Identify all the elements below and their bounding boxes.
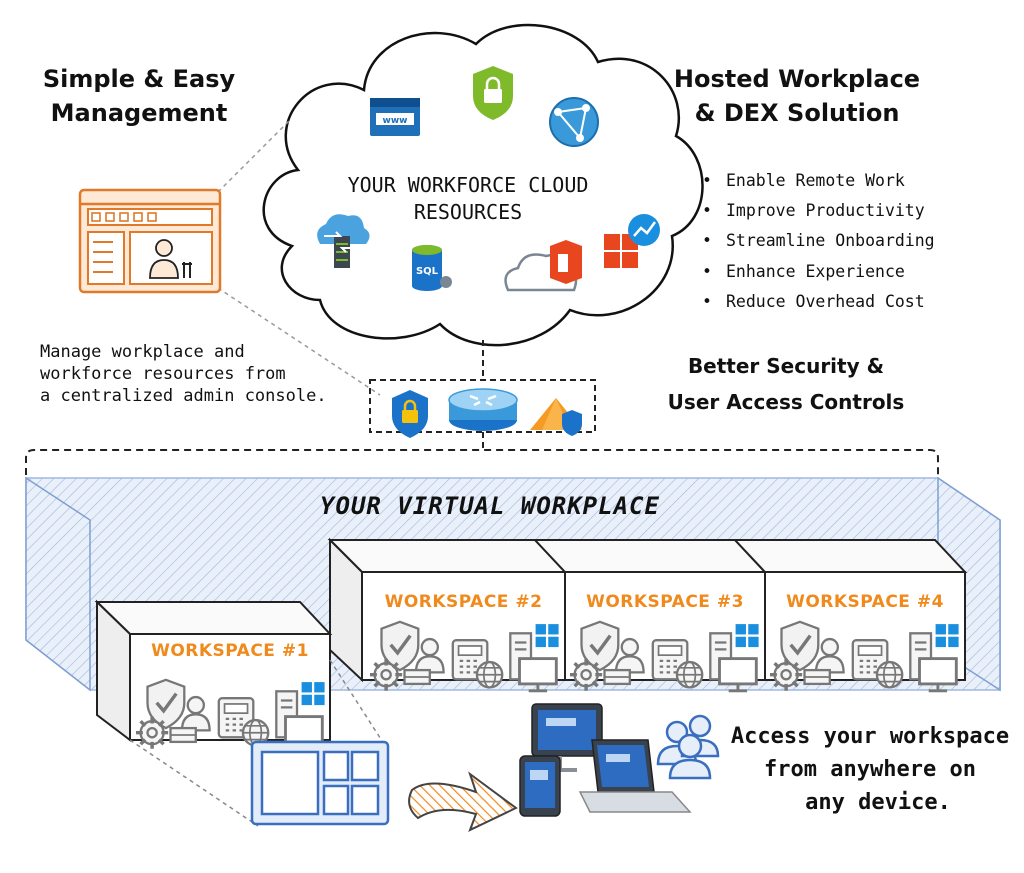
- sql-database-icon: [412, 245, 452, 291]
- workspace-label-2: WORKSPACE #2: [384, 592, 543, 612]
- cloud-title: YOUR WORKFORCE CLOUD RESOURCES: [318, 172, 618, 226]
- network-router-icon: [448, 388, 518, 431]
- layout-screen-icon: [250, 740, 390, 826]
- workspace-label-3: WORKSPACE #3: [586, 592, 744, 612]
- workspace-label-4: WORKSPACE #4: [786, 592, 944, 612]
- right-heading: Hosted Workplace & DEX Solution: [668, 62, 926, 130]
- left-description-line3: a centralized admin console.: [40, 386, 327, 406]
- left-description: Manage workplace and workforce resources…: [40, 341, 340, 407]
- devices-icon: [519, 703, 692, 817]
- access-line3: any device.: [805, 790, 951, 815]
- security-heading-line1: Better Security &: [687, 354, 885, 378]
- left-description-line1: Manage workplace and: [40, 342, 245, 362]
- left-heading-line1: Simple & Easy: [42, 65, 236, 93]
- security-strip: [369, 379, 596, 433]
- benefit-item: Improve Productivity: [700, 196, 960, 226]
- access-text: Access your workspace from anywhere on a…: [720, 720, 1020, 819]
- benefit-item: Enhance Experience: [700, 257, 960, 287]
- benefit-item: Streamline Onboarding: [700, 226, 960, 256]
- sql-label: SQL: [416, 266, 439, 277]
- right-heading-line2: & DEX Solution: [694, 99, 900, 127]
- analytics-icon: [604, 214, 660, 268]
- admin-console-icon: [78, 188, 222, 294]
- security-shield-icon: [392, 390, 428, 438]
- security-heading: Better Security & User Access Controls: [654, 348, 918, 420]
- arrow-icon: [408, 771, 518, 832]
- workspace-label-1: WORKSPACE #1: [151, 641, 309, 661]
- benefits-list: Enable Remote Work Improve Productivity …: [700, 166, 960, 317]
- virtual-workplace-bracket: [25, 449, 939, 475]
- left-heading-line2: Management: [50, 99, 228, 127]
- access-line1: Access your workspace: [730, 724, 1010, 749]
- cloud-title-line1: YOUR WORKFORCE CLOUD: [347, 173, 589, 197]
- lock-shield-icon: [473, 66, 513, 120]
- benefit-item: Reduce Overhead Cost: [700, 287, 960, 317]
- cloud-backup-icon: [317, 214, 370, 268]
- office-cloud-icon: [504, 240, 582, 292]
- web-app-icon: [549, 97, 599, 147]
- identity-icon: [530, 398, 582, 436]
- www-label: www: [383, 116, 408, 126]
- virtual-workplace-left-wall: [25, 476, 91, 692]
- access-line2: from anywhere on: [764, 757, 976, 782]
- security-heading-line2: User Access Controls: [667, 390, 905, 414]
- cloud-title-line2: RESOURCES: [413, 200, 523, 224]
- benefit-item: Enable Remote Work: [700, 166, 960, 196]
- left-heading: Simple & Easy Management: [30, 62, 248, 130]
- left-description-line2: workforce resources from: [40, 364, 286, 384]
- right-heading-line1: Hosted Workplace: [673, 65, 921, 93]
- users-icon: [656, 714, 720, 780]
- virtual-workplace-title: YOUR VIRTUAL WORKPLACE: [320, 492, 660, 520]
- web-browser-icon: [370, 98, 420, 136]
